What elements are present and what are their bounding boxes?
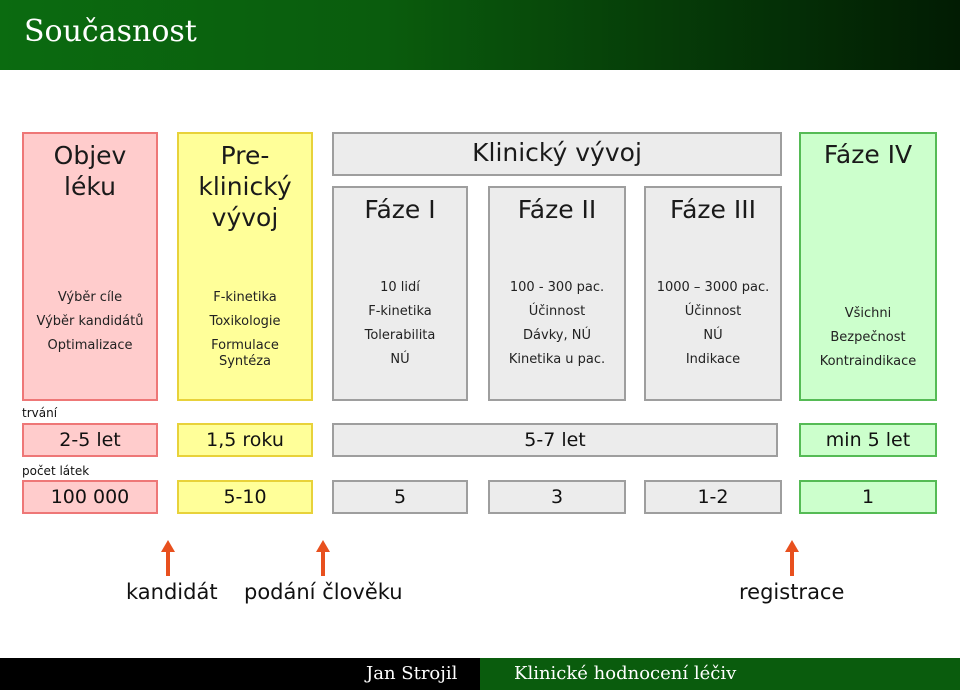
compounds-faze2-value: 3: [550, 486, 564, 508]
faze3-title: Fáze III: [670, 195, 756, 224]
faze4-item: Bezpečnost: [830, 330, 906, 345]
faze3-item: NÚ: [703, 328, 723, 343]
faze4-title: Fáze IV: [823, 140, 913, 169]
faze2-item: 100 - 300 pac.: [509, 280, 605, 295]
arrow-up-icon: [161, 540, 175, 576]
milestone-kandidat: kandidát: [126, 580, 218, 604]
faze4-items: Všichni Bezpečnost Kontraindikace: [799, 302, 937, 374]
faze1-items: 10 lidí F-kinetika Tolerabilita NÚ: [332, 276, 468, 372]
column-preklinicky: [177, 132, 313, 401]
compounds-faze3-value: 1-2: [697, 486, 729, 508]
objev-item: Výběr cíle: [57, 290, 123, 305]
preklinicky-item: Toxikologie: [209, 314, 281, 329]
slide-title: Současnost: [24, 14, 197, 49]
faze2-item: Dávky, NÚ: [523, 328, 591, 343]
objev-item: Výběr kandidátů: [36, 314, 144, 329]
compounds-faze4: 1: [799, 480, 937, 514]
column-faze4: [799, 132, 937, 401]
klinicky-vyvoj-header: [332, 132, 782, 176]
faze1-item: F-kinetika: [368, 304, 432, 319]
duration-klinicky: 5-7 let: [332, 423, 778, 457]
compounds-faze1-value: 5: [393, 486, 407, 508]
preklinicky-item: Syntéza: [218, 354, 272, 369]
faze3-item: Účinnost: [684, 304, 742, 319]
milestone-podani: podání člověku: [244, 580, 403, 604]
duration-faze4: min 5 let: [799, 423, 937, 457]
compounds-faze1: 5: [332, 480, 468, 514]
compounds-label: počet látek: [22, 464, 90, 478]
preklinicky-item: Formulace: [211, 338, 279, 353]
faze3-items: 1000 – 3000 pac. Účinnost NÚ Indikace: [644, 276, 782, 372]
faze3-item: 1000 – 3000 pac.: [656, 280, 770, 295]
objev-title-line: Objev: [53, 141, 127, 170]
duration-preklinicky-value: 1,5 roku: [206, 429, 284, 451]
compounds-objev: 100 000: [22, 480, 158, 514]
faze2-items: 100 - 300 pac. Účinnost Dávky, NÚ Kineti…: [488, 276, 626, 372]
column-objev: [22, 132, 158, 401]
faze3-item: Indikace: [685, 352, 741, 367]
faze1-item: 10 lidí: [380, 280, 420, 295]
faze1-item: NÚ: [390, 352, 410, 367]
compounds-faze4-value: 1: [861, 486, 875, 508]
compounds-preklinicky-value: 5-10: [223, 486, 267, 508]
faze2-item: Kinetika u pac.: [508, 352, 606, 367]
preklinicky-items: F-kinetika Toxikologie Formulace Syntéza: [177, 286, 313, 370]
footer-title: Klinické hodnocení léčiv: [514, 663, 737, 684]
arrow-up-icon: [316, 540, 330, 576]
faze2-item: Účinnost: [528, 304, 586, 319]
arrow-up-shape: [785, 540, 799, 576]
duration-label: trvání: [22, 406, 58, 420]
objev-title: Objev léku: [22, 140, 158, 202]
faze4-item: Všichni: [844, 306, 892, 321]
duration-objev: 2-5 let: [22, 423, 158, 457]
column-faze3: [644, 186, 782, 401]
title-bar: [0, 0, 960, 70]
compounds-objev-value: 100 000: [50, 486, 130, 508]
faze2-title: Fáze II: [517, 195, 597, 224]
preklinicky-item: F-kinetika: [213, 290, 277, 305]
preklinicky-title-line: klinický: [198, 172, 292, 201]
objev-items: Výběr cíle Výběr kandidátů Optimalizace: [22, 286, 158, 358]
arrow-up-shape: [316, 540, 330, 576]
compounds-faze2: 3: [488, 480, 626, 514]
milestone-registrace: registrace: [739, 580, 845, 604]
duration-preklinicky: 1,5 roku: [177, 423, 313, 457]
preklinicky-title-line: Pre-: [220, 141, 270, 170]
compounds-preklinicky: 5-10: [177, 480, 313, 514]
arrow-up-icon: [785, 540, 799, 576]
column-faze1: [332, 186, 468, 401]
objev-item: Optimalizace: [47, 338, 133, 353]
faze1-item: Tolerabilita: [364, 328, 436, 343]
duration-objev-value: 2-5 let: [59, 429, 121, 451]
faze4-item: Kontraindikace: [819, 354, 917, 369]
preklinicky-title: Pre- klinický vývoj: [177, 140, 313, 233]
footer-bar-right: [480, 658, 960, 690]
klinicky-vyvoj-title: Klinický vývoj: [472, 138, 642, 167]
duration-klinicky-value: 5-7 let: [524, 429, 586, 451]
column-faze2: [488, 186, 626, 401]
faze1-title: Fáze I: [364, 195, 436, 224]
preklinicky-title-line: vývoj: [211, 203, 279, 232]
footer-author: Jan Strojil: [366, 663, 458, 684]
arrow-up-shape: [161, 540, 175, 576]
objev-title-line: léku: [64, 172, 116, 201]
duration-faze4-value: min 5 let: [825, 429, 911, 451]
compounds-faze3: 1-2: [644, 480, 782, 514]
